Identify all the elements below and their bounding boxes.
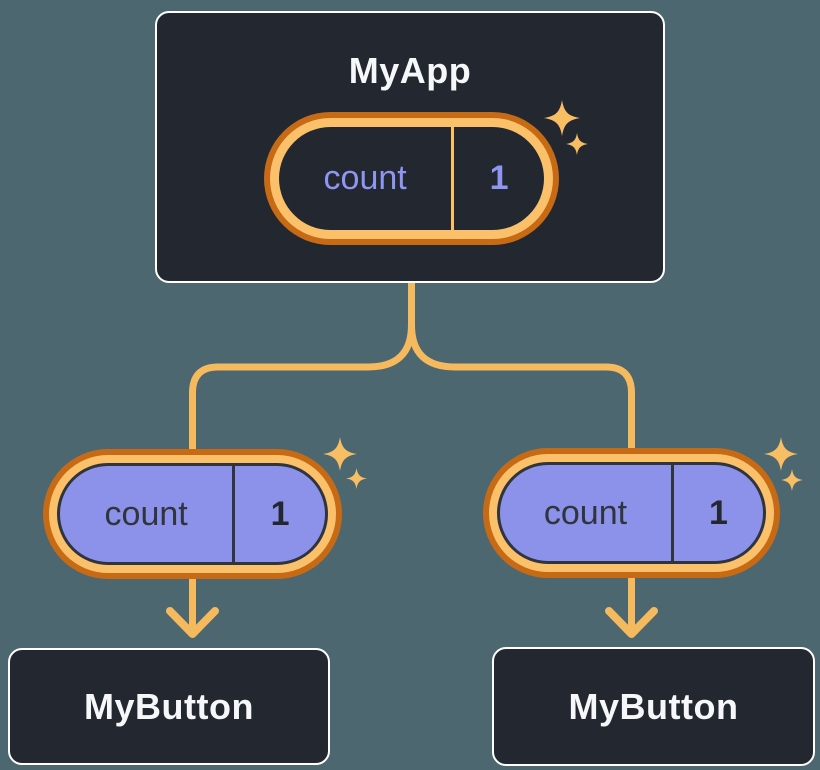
- prop-value: 1: [709, 493, 728, 532]
- prop-pill-right: count 1: [483, 448, 780, 578]
- component-title: MyButton: [84, 685, 254, 727]
- component-card-mybutton-right: MyButton: [492, 647, 815, 766]
- branch-right-line: [408, 278, 635, 456]
- prop-name: count: [543, 493, 628, 532]
- branch-left-line: [189, 278, 415, 456]
- state-name: count: [323, 159, 407, 197]
- component-card-mybutton-left: MyButton: [8, 648, 330, 765]
- sparkle-icon: [346, 468, 367, 489]
- prop-name: count: [104, 494, 188, 533]
- state-value: 1: [489, 159, 509, 197]
- pill-core: count 1: [57, 463, 328, 565]
- component-title: MyApp: [348, 50, 472, 91]
- pill-core: count 1: [497, 462, 766, 564]
- pill-ring: count 1: [489, 454, 774, 572]
- pill-divider: [451, 127, 455, 230]
- arrow-right-head: [605, 607, 658, 638]
- pill-divider: [670, 465, 674, 561]
- sparkle-icon: [323, 437, 357, 471]
- arrow-left-head: [166, 607, 219, 638]
- pill-core: count 1: [279, 127, 544, 230]
- pill-ring: count 1: [270, 118, 553, 239]
- sparkle-icon: [764, 437, 798, 471]
- component-title: MyButton: [568, 685, 739, 727]
- pill-ring: count 1: [49, 455, 336, 573]
- state-pill-myapp: count 1: [264, 112, 559, 245]
- sparkle-icon: [781, 469, 803, 491]
- prop-value: 1: [270, 494, 290, 533]
- prop-pill-left: count 1: [43, 449, 342, 579]
- pill-divider: [232, 466, 236, 562]
